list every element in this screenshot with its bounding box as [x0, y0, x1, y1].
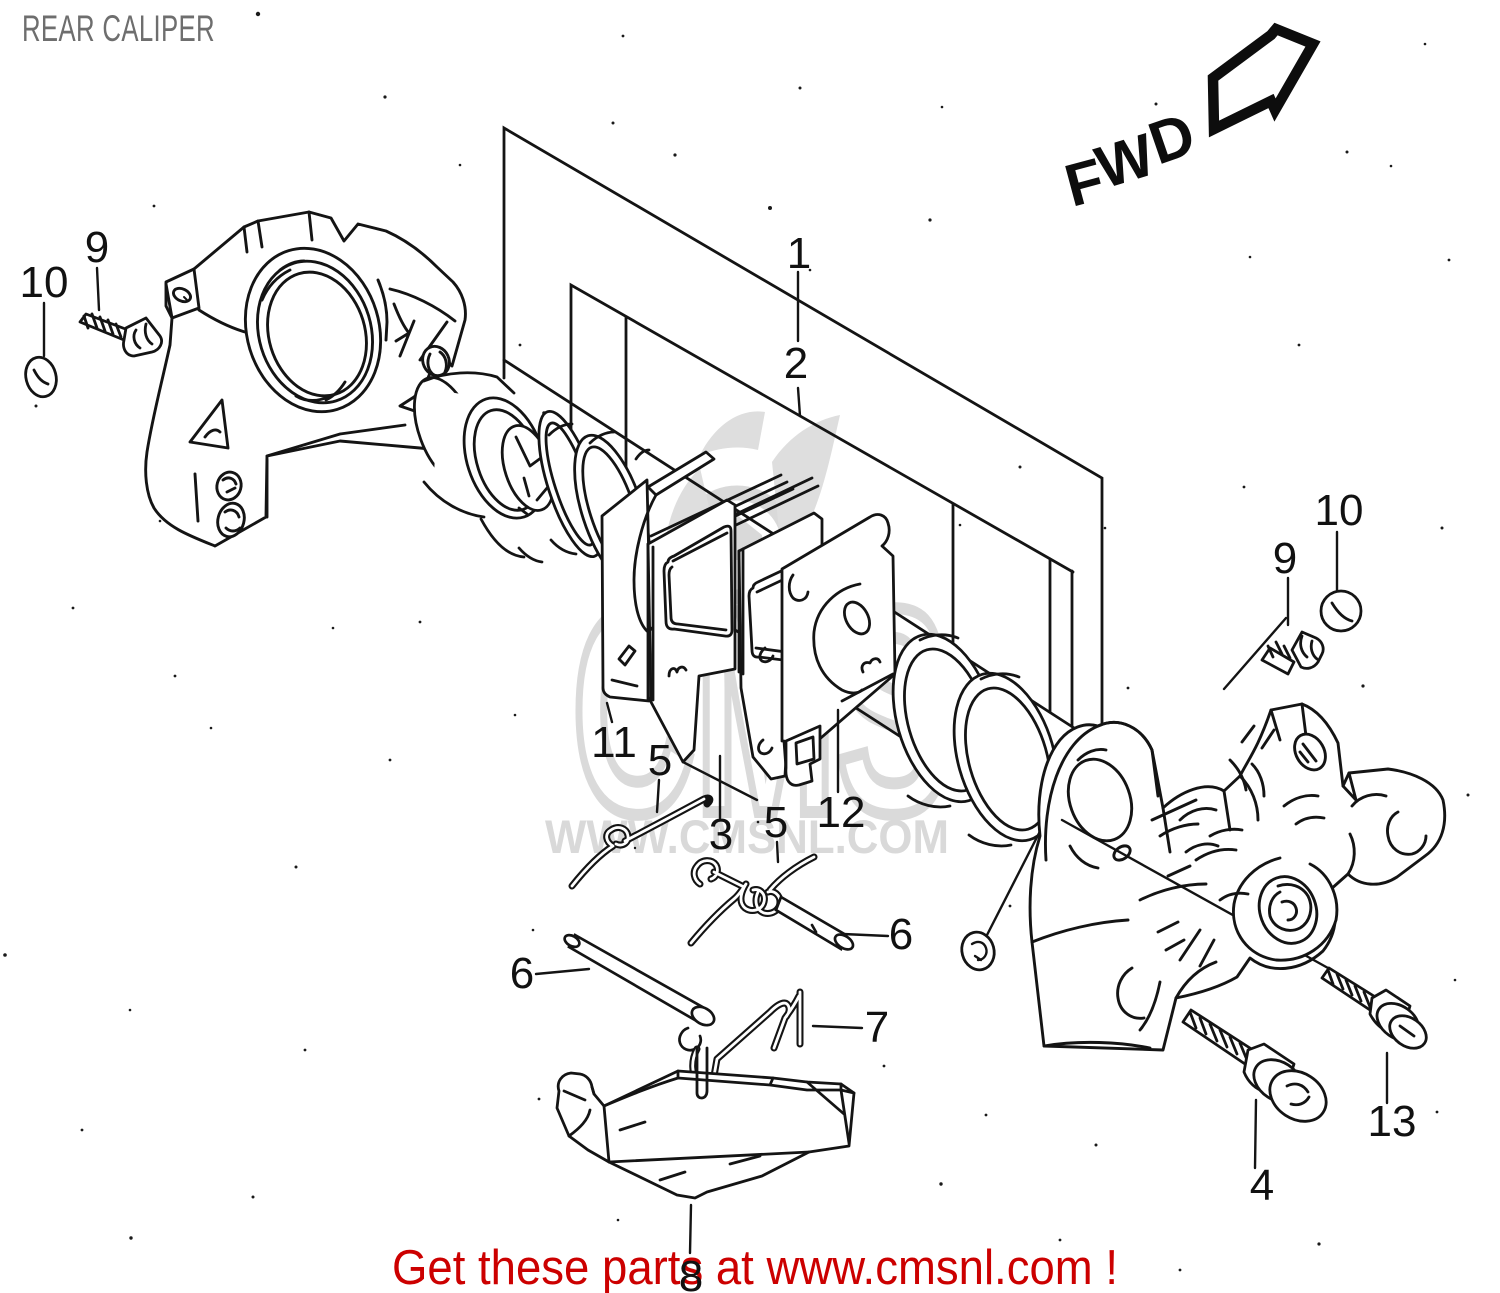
svg-text:12: 12 — [817, 788, 866, 837]
svg-text:5: 5 — [648, 736, 672, 785]
svg-text:4: 4 — [1250, 1161, 1274, 1210]
svg-text:9: 9 — [85, 223, 109, 272]
svg-text:WWW.CMSNL.COM: WWW.CMSNL.COM — [545, 810, 949, 863]
svg-text:3: 3 — [709, 810, 733, 859]
svg-text:6: 6 — [889, 910, 913, 959]
svg-text:6: 6 — [510, 949, 534, 998]
svg-text:9: 9 — [1273, 534, 1297, 583]
svg-text:1: 1 — [787, 229, 811, 278]
svg-text:5: 5 — [764, 798, 788, 847]
svg-text:2: 2 — [784, 339, 808, 388]
svg-text:REAR CALIPER: REAR CALIPER — [22, 8, 215, 49]
svg-text:11: 11 — [591, 718, 637, 767]
svg-text:13: 13 — [1368, 1097, 1417, 1146]
svg-text:7: 7 — [865, 1003, 889, 1052]
svg-text:Get these parts at www.cmsnl.c: Get these parts at www.cmsnl.com ! — [392, 1241, 1118, 1293]
svg-text:8: 8 — [679, 1252, 703, 1293]
svg-text:10: 10 — [20, 258, 69, 307]
svg-text:10: 10 — [1315, 486, 1364, 535]
